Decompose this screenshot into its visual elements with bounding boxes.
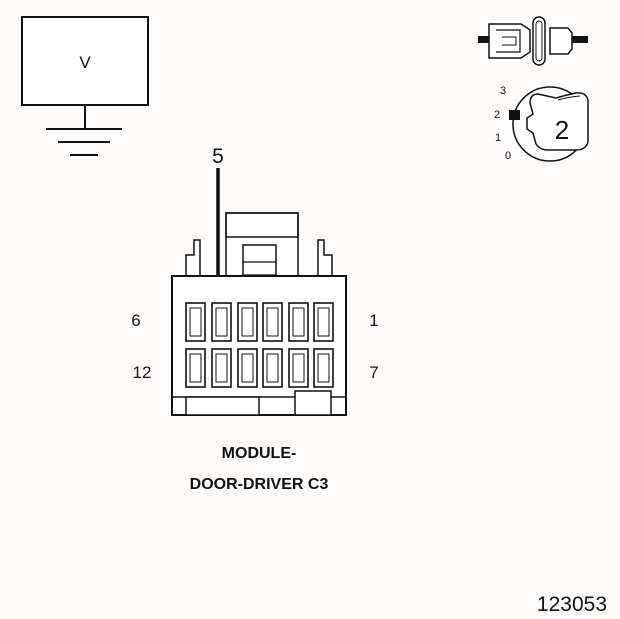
disconnected-connector-icon	[478, 16, 588, 66]
ignition-position-1: 1	[495, 132, 501, 144]
probe-pin-label: 5	[212, 145, 224, 168]
ignition-position-3: 3	[500, 85, 506, 97]
ignition-key-icon: 3 2 1 0 2	[494, 85, 589, 162]
ground-symbol	[46, 105, 122, 156]
row2-left-pin-number: 12	[133, 363, 152, 382]
ignition-position-0: 0	[505, 150, 511, 162]
voltmeter: V	[21, 16, 149, 156]
row1-right-pin-number: 1	[369, 311, 378, 330]
figure-number: 123053	[537, 593, 607, 616]
cavity-row-1	[185, 302, 334, 342]
connector-name-line-2: DOOR-DRIVER C3	[190, 476, 329, 493]
row1-left-pin-number: 6	[131, 311, 140, 330]
cavity-row-2	[185, 348, 334, 388]
key-position-label: 2	[555, 115, 569, 145]
voltmeter-label: V	[79, 53, 91, 72]
connector-face	[171, 212, 347, 416]
row2-right-pin-number: 7	[369, 363, 378, 382]
connector-name-line-1: MODULE-	[222, 445, 297, 462]
ignition-position-2: 2	[494, 109, 500, 121]
